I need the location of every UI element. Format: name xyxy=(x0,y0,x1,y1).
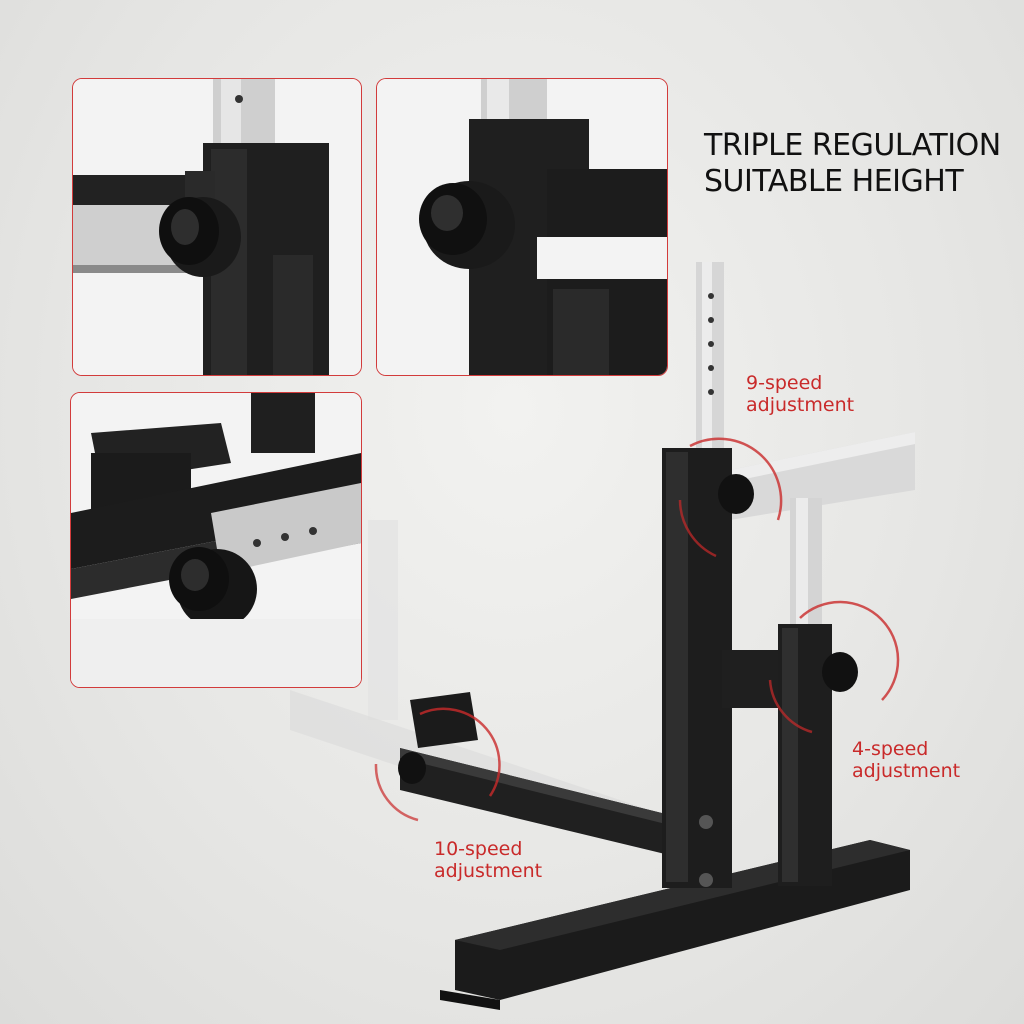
detail-panel-bottom-left xyxy=(70,392,362,688)
top-middle-knob-detail-image xyxy=(377,79,667,375)
headline-line-1: TRIPLE REGULATION xyxy=(704,128,1001,163)
top-left-knob-detail-image xyxy=(73,79,361,375)
callout-4-speed-line-1: 4-speed xyxy=(852,738,929,760)
lower-knob-detail-image xyxy=(71,393,361,687)
detail-panel-top-left xyxy=(72,78,362,376)
callout-10-speed: 10-speed adjustment xyxy=(434,838,542,882)
callout-4-speed: 4-speed adjustment xyxy=(852,738,960,782)
callout-9-speed-line-2: adjustment xyxy=(746,394,855,416)
callout-9-speed: 9-speed adjustment xyxy=(746,372,854,416)
headline-line-2: SUITABLE HEIGHT xyxy=(704,164,964,199)
callout-9-speed-line-1: 9-speed xyxy=(746,372,823,394)
headline: TRIPLE REGULATION SUITABLE HEIGHT xyxy=(704,128,1001,200)
callout-10-speed-line-1: 10-speed xyxy=(434,838,523,860)
callout-10-speed-line-2: adjustment xyxy=(434,860,543,882)
callout-4-speed-line-2: adjustment xyxy=(852,760,961,782)
detail-panel-top-middle xyxy=(376,78,668,376)
